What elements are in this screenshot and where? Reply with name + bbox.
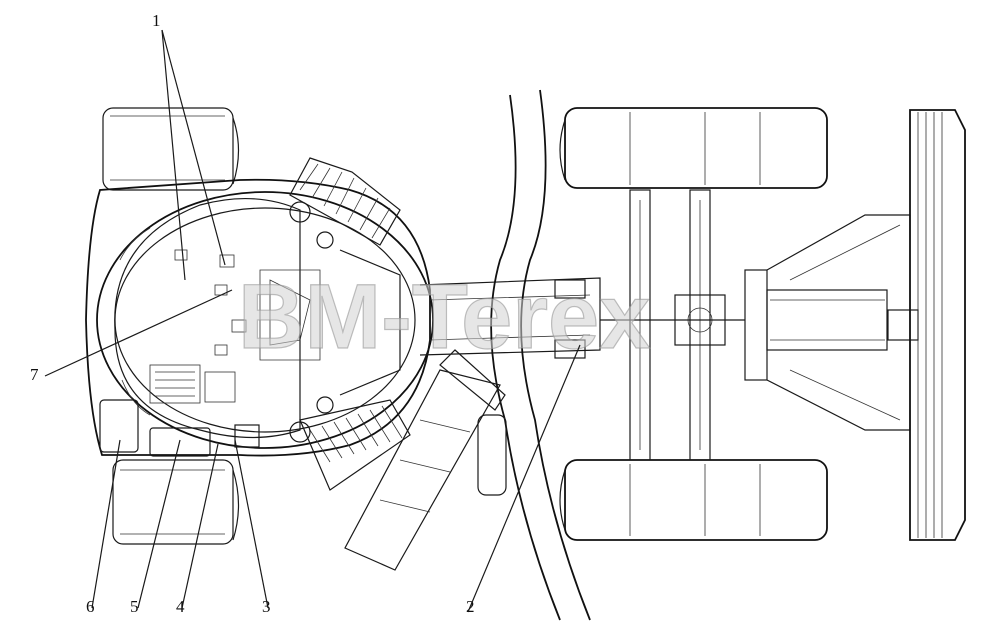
turret-joint bbox=[339, 249, 401, 396]
callout-1: 1 bbox=[152, 11, 161, 30]
lower-ladder bbox=[299, 399, 411, 491]
leader-3 bbox=[234, 439, 269, 609]
cab-interior bbox=[119, 227, 321, 416]
pin-top bbox=[289, 201, 311, 223]
break-line-2 bbox=[520, 89, 591, 621]
hydraulic-hose bbox=[477, 414, 507, 496]
front-right-tire bbox=[112, 459, 240, 545]
rear-section bbox=[559, 107, 966, 541]
articulation-section bbox=[344, 89, 601, 621]
cab-section bbox=[85, 107, 434, 545]
turret-ring-outer bbox=[96, 191, 434, 449]
rear-blade bbox=[909, 109, 966, 541]
front-left-tire bbox=[102, 107, 240, 191]
pin-bottom-2 bbox=[316, 396, 334, 414]
lift-cylinder bbox=[344, 369, 501, 571]
leader-6 bbox=[91, 439, 121, 609]
callout-7: 7 bbox=[30, 365, 39, 384]
headlights bbox=[99, 399, 260, 457]
leader-1b bbox=[161, 29, 226, 266]
leader-2 bbox=[467, 344, 581, 613]
drawbar bbox=[419, 277, 601, 356]
callout-4: 4 bbox=[176, 597, 185, 616]
callout-5: 5 bbox=[130, 597, 139, 616]
pin-bottom bbox=[289, 421, 311, 443]
watermark: BM-Terex bbox=[238, 266, 650, 368]
callout-2: 2 bbox=[466, 597, 475, 616]
rear-right-tire bbox=[559, 459, 828, 541]
leader-5 bbox=[137, 439, 181, 609]
upper-ladder bbox=[289, 157, 401, 246]
leader-lines bbox=[44, 29, 581, 613]
body-outline bbox=[85, 178, 431, 457]
callout-6: 6 bbox=[86, 597, 95, 616]
break-line-1 bbox=[490, 94, 561, 621]
cab-floor bbox=[114, 197, 301, 439]
pin-top-2 bbox=[316, 231, 334, 249]
leader-1a bbox=[161, 29, 186, 281]
leader-4 bbox=[181, 443, 219, 609]
ripper-frame bbox=[744, 214, 919, 431]
leader-7 bbox=[44, 289, 233, 377]
rear-left-tire bbox=[559, 107, 828, 189]
rear-axle bbox=[600, 189, 745, 461]
callout-3: 3 bbox=[262, 597, 271, 616]
